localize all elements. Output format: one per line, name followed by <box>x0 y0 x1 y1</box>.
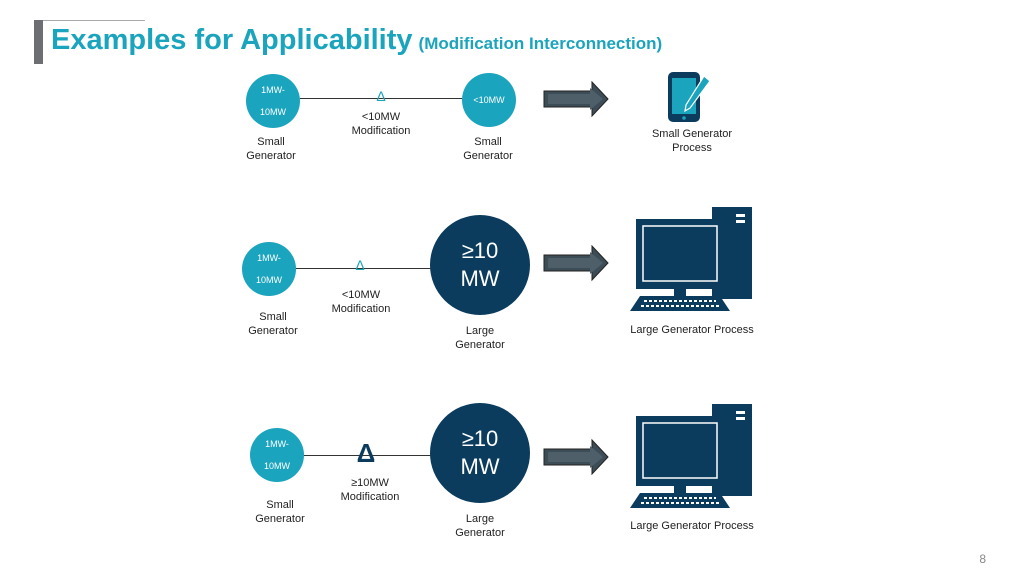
desktop-computer-icon <box>630 404 752 508</box>
title-accent-bar <box>34 20 43 64</box>
process-label: Large Generator Process <box>630 520 754 532</box>
small-generator-circle: <10MW <box>462 73 516 127</box>
title-sub: (Modification Interconnection) <box>418 34 663 53</box>
connection-line <box>296 268 432 269</box>
title-main: Examples for Applicability <box>51 24 413 56</box>
delta-icon: Δ <box>376 88 386 104</box>
delta-icon: Δ <box>356 438 376 468</box>
slide-title: Examples for Applicability (Modification … <box>51 24 662 57</box>
desktop-computer-icon <box>630 207 752 311</box>
small-generator-circle: 1MW-10MW <box>242 242 296 296</box>
connection-line <box>304 455 432 456</box>
small-generator-circle: 1MW-10MW <box>246 74 300 128</box>
small-generator-circle: 1MW-10MW <box>250 428 304 482</box>
tablet-icon <box>668 72 711 122</box>
arrow-right-icon <box>543 80 609 118</box>
arrow-right-icon <box>543 438 609 476</box>
process-label: Large Generator Process <box>630 324 754 336</box>
delta-icon: Δ <box>355 257 365 273</box>
connection-line <box>300 98 462 99</box>
arrow-right-icon <box>543 244 609 282</box>
page-number: 8 <box>979 552 986 566</box>
title-rule <box>43 20 145 21</box>
